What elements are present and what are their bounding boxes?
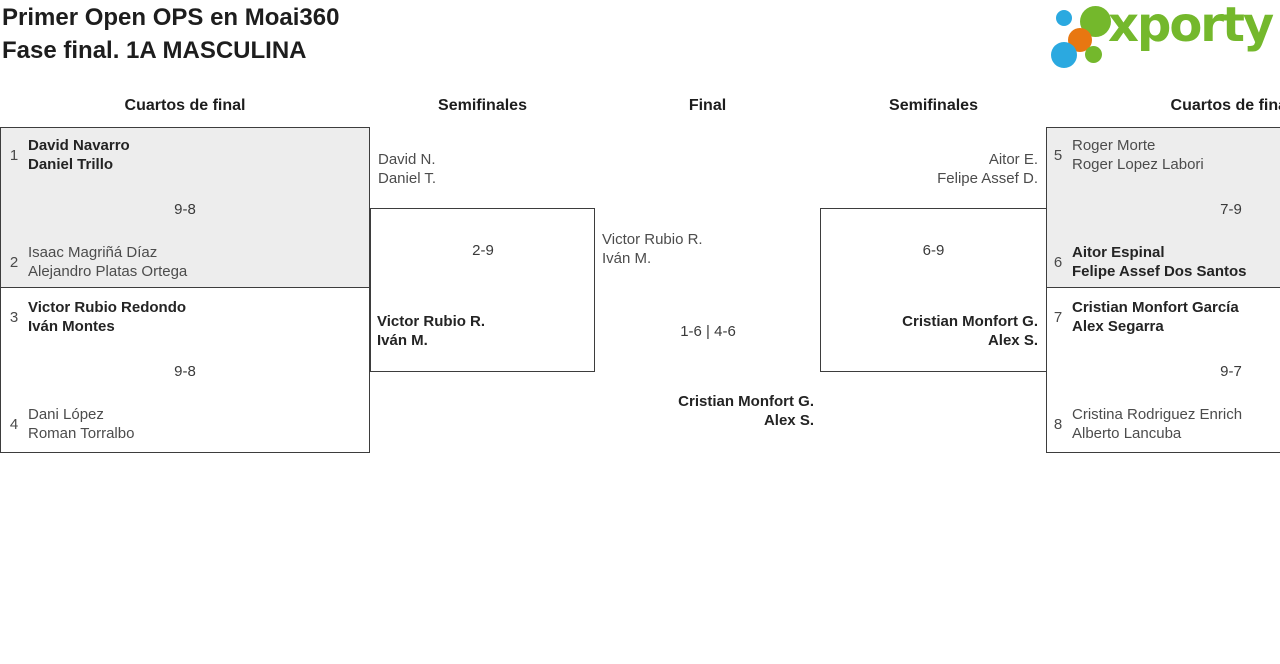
match-box-qf-right-2	[1046, 287, 1280, 453]
qf-left-2-team-bottom-line2: Roman Torralbo	[28, 425, 135, 442]
round-header-quarters-right: Cuartos de final	[1170, 97, 1280, 114]
qf-left-2-team-bottom-line1: Dani López	[28, 406, 104, 423]
qf-right-2-seed-bottom: 8	[1053, 416, 1063, 433]
match-box-sf-right	[820, 208, 1047, 372]
sf-right-team-bottom-line1: Cristian Monfort G.	[902, 313, 1038, 330]
sf-left-team-top-line1: David N.	[378, 151, 436, 168]
qf-right-2-team-bottom-line2: Alberto Lancuba	[1072, 425, 1182, 442]
page-title: Primer Open OPS en Moai360 Fase final. 1…	[2, 1, 339, 67]
qf-left-2-seed-top: 3	[9, 309, 19, 326]
qf-left-1-seed-bottom: 2	[9, 254, 19, 271]
qf-left-1-seed-top: 1	[9, 147, 19, 164]
qf-left-1-score: 9-8	[174, 201, 196, 218]
qf-right-1-seed-top: 5	[1053, 147, 1063, 164]
final-team-bottom-line2: Alex S.	[763, 412, 814, 429]
qf-right-2-team-bottom-line1: Cristina Rodriguez Enrich	[1072, 406, 1243, 423]
xporty-logo[interactable]: xporty	[1046, 0, 1280, 74]
qf-right-2-seed-top: 7	[1053, 309, 1063, 326]
qf-left-1-team-top-line2: Daniel Trillo	[28, 156, 114, 173]
qf-left-2-seed-bottom: 4	[9, 416, 19, 433]
qf-right-1-team-bottom-line2: Felipe Assef Dos Santos	[1072, 263, 1247, 280]
phase-subtitle: Fase final. 1A MASCULINA	[2, 37, 307, 64]
tournament-title: Primer Open OPS en Moai360	[2, 4, 340, 31]
match-box-qf-right-1	[1046, 127, 1280, 288]
qf-right-1-team-top-line2: Roger Lopez Labori	[1072, 156, 1204, 173]
final-team-top-line2: Iván M.	[602, 250, 652, 267]
qf-right-2-team-top-line2: Alex Segarra	[1072, 318, 1164, 335]
sf-left-team-bottom-line1: Victor Rubio R.	[377, 313, 486, 330]
qf-right-1-score: 7-9	[1220, 201, 1242, 218]
sf-left-team-bottom-line2: Iván M.	[377, 332, 428, 349]
final-score: 1-6 | 4-6	[680, 323, 736, 340]
logo-dot-green-small-icon	[1085, 46, 1102, 63]
round-header-final: Final	[688, 97, 727, 114]
qf-right-2-team-top-line1: Cristian Monfort García	[1072, 299, 1239, 316]
sf-right-score: 6-9	[922, 242, 945, 259]
qf-left-2-score: 9-8	[174, 363, 196, 380]
qf-right-1-seed-bottom: 6	[1053, 254, 1063, 271]
match-box-sf-left	[370, 208, 595, 372]
final-team-top-line1: Victor Rubio R.	[602, 231, 703, 248]
sf-left-team-top-line2: Daniel T.	[378, 170, 437, 187]
match-box-qf-left-1	[0, 127, 370, 288]
sf-left-score: 2-9	[472, 242, 494, 259]
sf-right-team-top-line1: Aitor E.	[988, 151, 1038, 168]
qf-left-1-team-bottom-line2: Alejandro Platas Ortega	[28, 263, 188, 280]
qf-left-2-team-top-line1: Victor Rubio Redondo	[28, 299, 187, 316]
qf-right-1-team-bottom-line1: Aitor Espinal	[1072, 244, 1165, 261]
match-box-qf-left-2	[0, 287, 370, 453]
qf-right-2-score: 9-7	[1220, 363, 1242, 380]
round-header-semis-left: Semifinales	[438, 97, 527, 114]
logo-wordmark: xporty	[1108, 0, 1274, 53]
qf-left-2-team-top-line2: Iván Montes	[28, 318, 115, 335]
qf-left-1-team-top-line1: David Navarro	[28, 137, 130, 154]
logo-dot-blue-small-icon	[1056, 10, 1072, 26]
qf-right-1-team-top-line1: Roger Morte	[1072, 137, 1156, 154]
final-team-bottom-line1: Cristian Monfort G.	[678, 393, 814, 410]
round-header-quarters-left: Cuartos de final	[124, 97, 246, 114]
logo-dot-blue-large-icon	[1051, 42, 1077, 68]
sf-right-team-bottom-line2: Alex S.	[987, 332, 1038, 349]
sf-right-team-top-line2: Felipe Assef D.	[937, 170, 1038, 187]
round-header-semis-right: Semifinales	[889, 97, 978, 114]
qf-left-1-team-bottom-line1: Isaac Magriñá Díaz	[28, 244, 158, 261]
